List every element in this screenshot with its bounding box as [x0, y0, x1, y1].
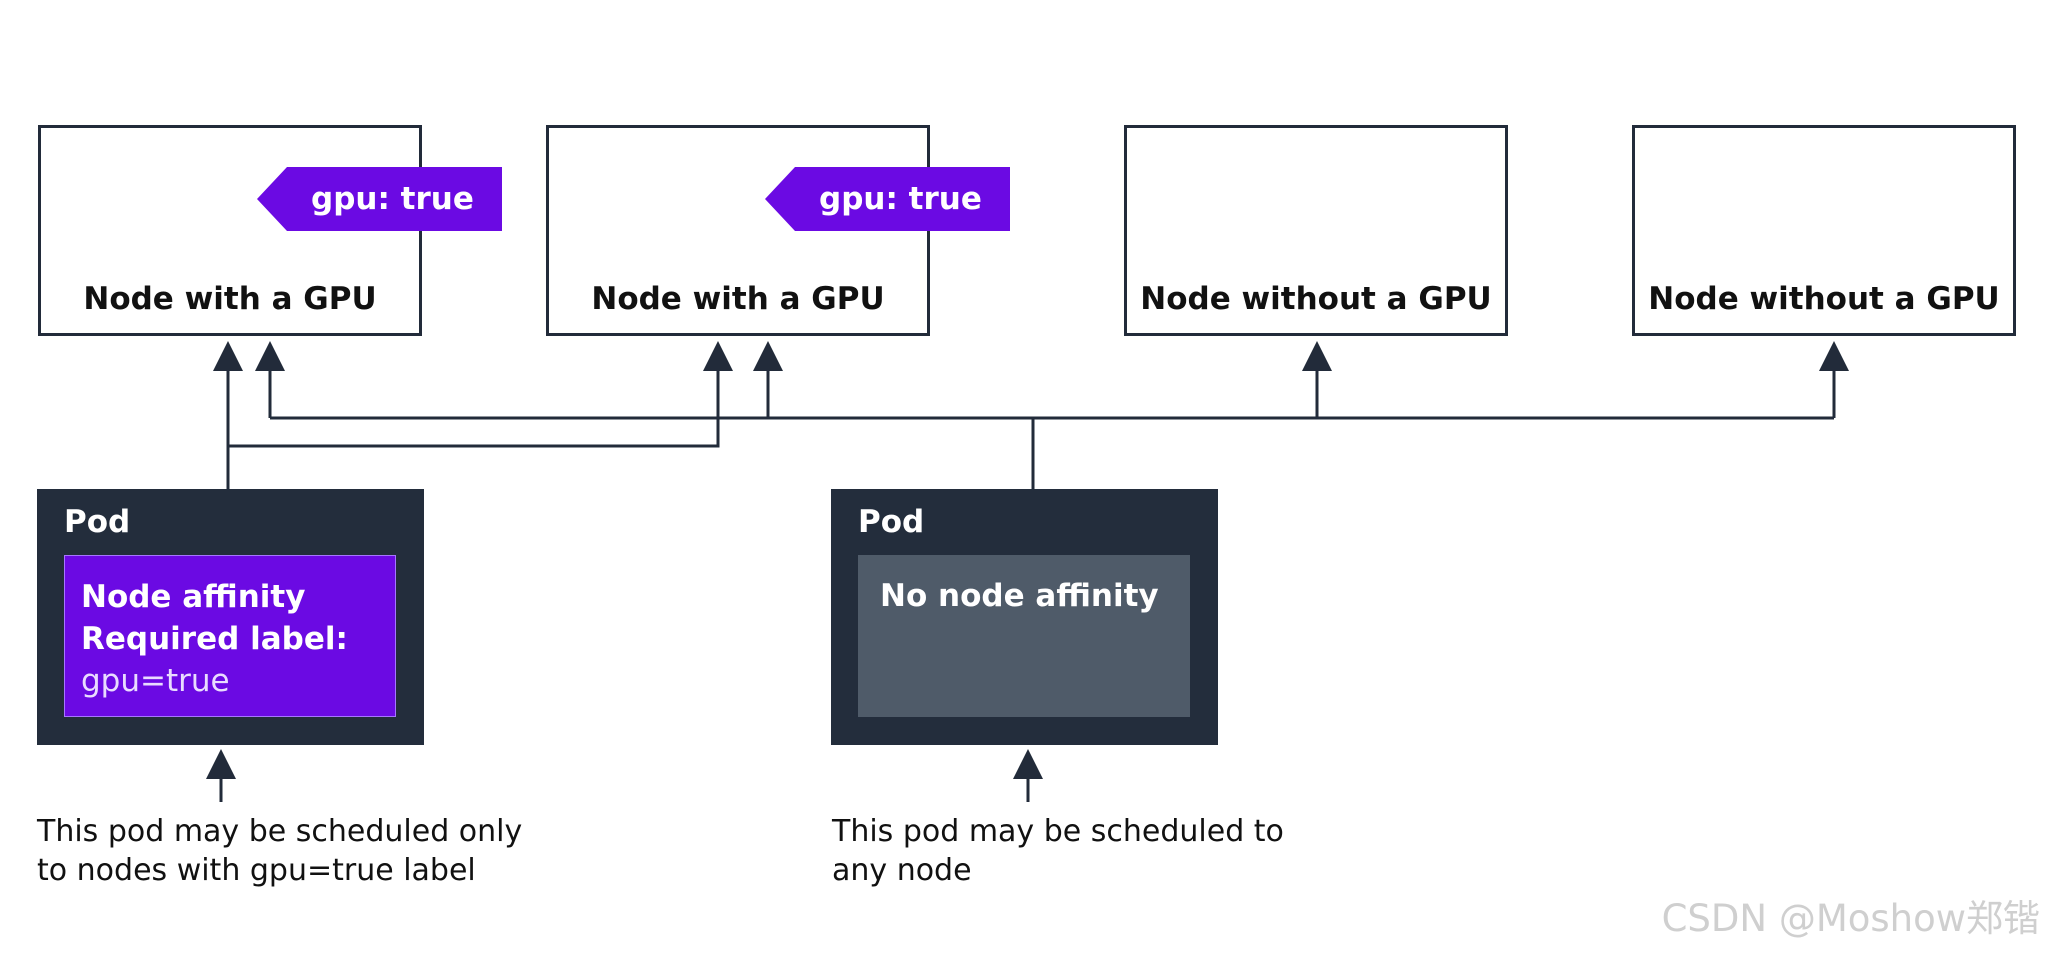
- pod2-caption: This pod may be scheduled to any node: [832, 812, 1284, 890]
- node-label: Node with a GPU: [591, 281, 885, 317]
- gpu-label-tag: gpu: true: [765, 167, 1010, 231]
- no-affinity-box: No node affinity: [858, 555, 1190, 717]
- caption-line: This pod may be scheduled to: [832, 814, 1284, 849]
- pod-title: Pod: [64, 504, 131, 540]
- node-label: Node with a GPU: [83, 281, 377, 317]
- node-label: Node without a GPU: [1648, 281, 2000, 317]
- pod1-to-node2-line: [228, 341, 733, 448]
- node-gpu-2: Node with a GPU: [546, 125, 930, 336]
- node-no-gpu-1: Node without a GPU: [1124, 125, 1508, 336]
- caption-line: This pod may be scheduled only: [37, 814, 523, 849]
- node-no-gpu-2: Node without a GPU: [1632, 125, 2016, 336]
- caption-line: to nodes with gpu=true label: [37, 853, 476, 888]
- gpu-label-tag: gpu: true: [257, 167, 502, 231]
- pod-title: Pod: [858, 504, 925, 540]
- pod-without-affinity: Pod No node affinity: [831, 489, 1218, 745]
- watermark: CSDN @Moshow郑锴: [1661, 897, 2040, 940]
- required-label-value: gpu=true: [81, 663, 230, 699]
- caption-line: any node: [832, 853, 972, 888]
- pod-with-affinity: Pod Node affinity Required label: gpu=tr…: [37, 489, 424, 745]
- affinity-heading: Node affinity: [81, 579, 306, 615]
- no-affinity-text: No node affinity: [880, 578, 1159, 614]
- required-label-heading: Required label:: [81, 621, 348, 657]
- node-affinity-box: Node affinity Required label: gpu=true: [64, 555, 396, 717]
- node-label: Node without a GPU: [1140, 281, 1492, 317]
- pod1-caption: This pod may be scheduled only to nodes …: [37, 812, 522, 890]
